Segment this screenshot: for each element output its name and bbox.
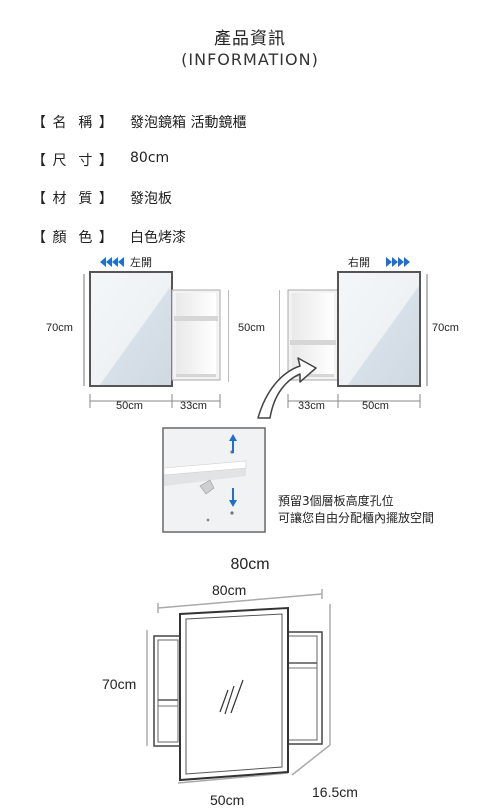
height-dim-line (426, 274, 428, 386)
bottom-top-width-label: 80cm (212, 582, 247, 598)
spec-name-label: 【 名 稱 】 (32, 115, 114, 131)
open-cabinet (287, 289, 339, 381)
mirror-panel (337, 271, 421, 387)
left-height-label: 70cm (46, 322, 73, 334)
page-title: 產品資訊 (214, 29, 286, 49)
spec-size-label: 【 尺 寸 】 (32, 153, 114, 169)
spec-name-value: 發泡鏡箱 活動鏡櫃 (130, 115, 247, 131)
double-chevron-left-icon (100, 257, 124, 267)
right-open-label: 右開 (348, 257, 370, 269)
right-cabinet-width-label: 33cm (298, 400, 325, 412)
spec-color-value: 白色烤漆 (130, 230, 186, 246)
right-height-label: 70cm (432, 322, 459, 334)
down-arrow-icon (229, 488, 237, 507)
left-cabinet-width-label: 33cm (180, 400, 207, 412)
spec-size-value: 80cm (130, 150, 170, 166)
left-open-label: 左開 (130, 257, 152, 269)
bottom-depth-label: 16.5cm (312, 784, 358, 800)
spec-material-label: 【 材 質 】 (32, 191, 114, 207)
page-subtitle: (INFORMATION) (181, 50, 319, 69)
mirror-glare-icon (219, 679, 244, 715)
curved-arrow-icon (257, 357, 317, 419)
bottom-height-label: 70cm (102, 676, 137, 692)
spec-material-value: 發泡板 (130, 191, 172, 207)
mirror-panel (89, 271, 173, 387)
middle-height-label: 50cm (238, 322, 265, 334)
spec-color-label: 【 顏 色 】 (32, 230, 114, 246)
height-dim-line (83, 274, 85, 386)
open-cabinet (171, 289, 221, 381)
bottom-width-label: 50cm (210, 792, 245, 808)
shelf-zoom-box (162, 427, 266, 533)
shelf-note-line1: 預留3個層板高度孔位 (278, 494, 394, 508)
right-open-diagram (279, 257, 428, 408)
up-arrow-icon (229, 434, 237, 453)
bottom-heading: 80cm (230, 556, 270, 573)
right-mirror-width-label: 50cm (362, 400, 389, 412)
shelf-note-line2: 可讓您自由分配櫃內擺放空間 (278, 511, 435, 525)
double-chevron-right-icon (386, 257, 410, 267)
left-mirror-width-label: 50cm (116, 400, 143, 412)
dimension-diagram (146, 589, 331, 784)
left-open-diagram (83, 257, 229, 408)
